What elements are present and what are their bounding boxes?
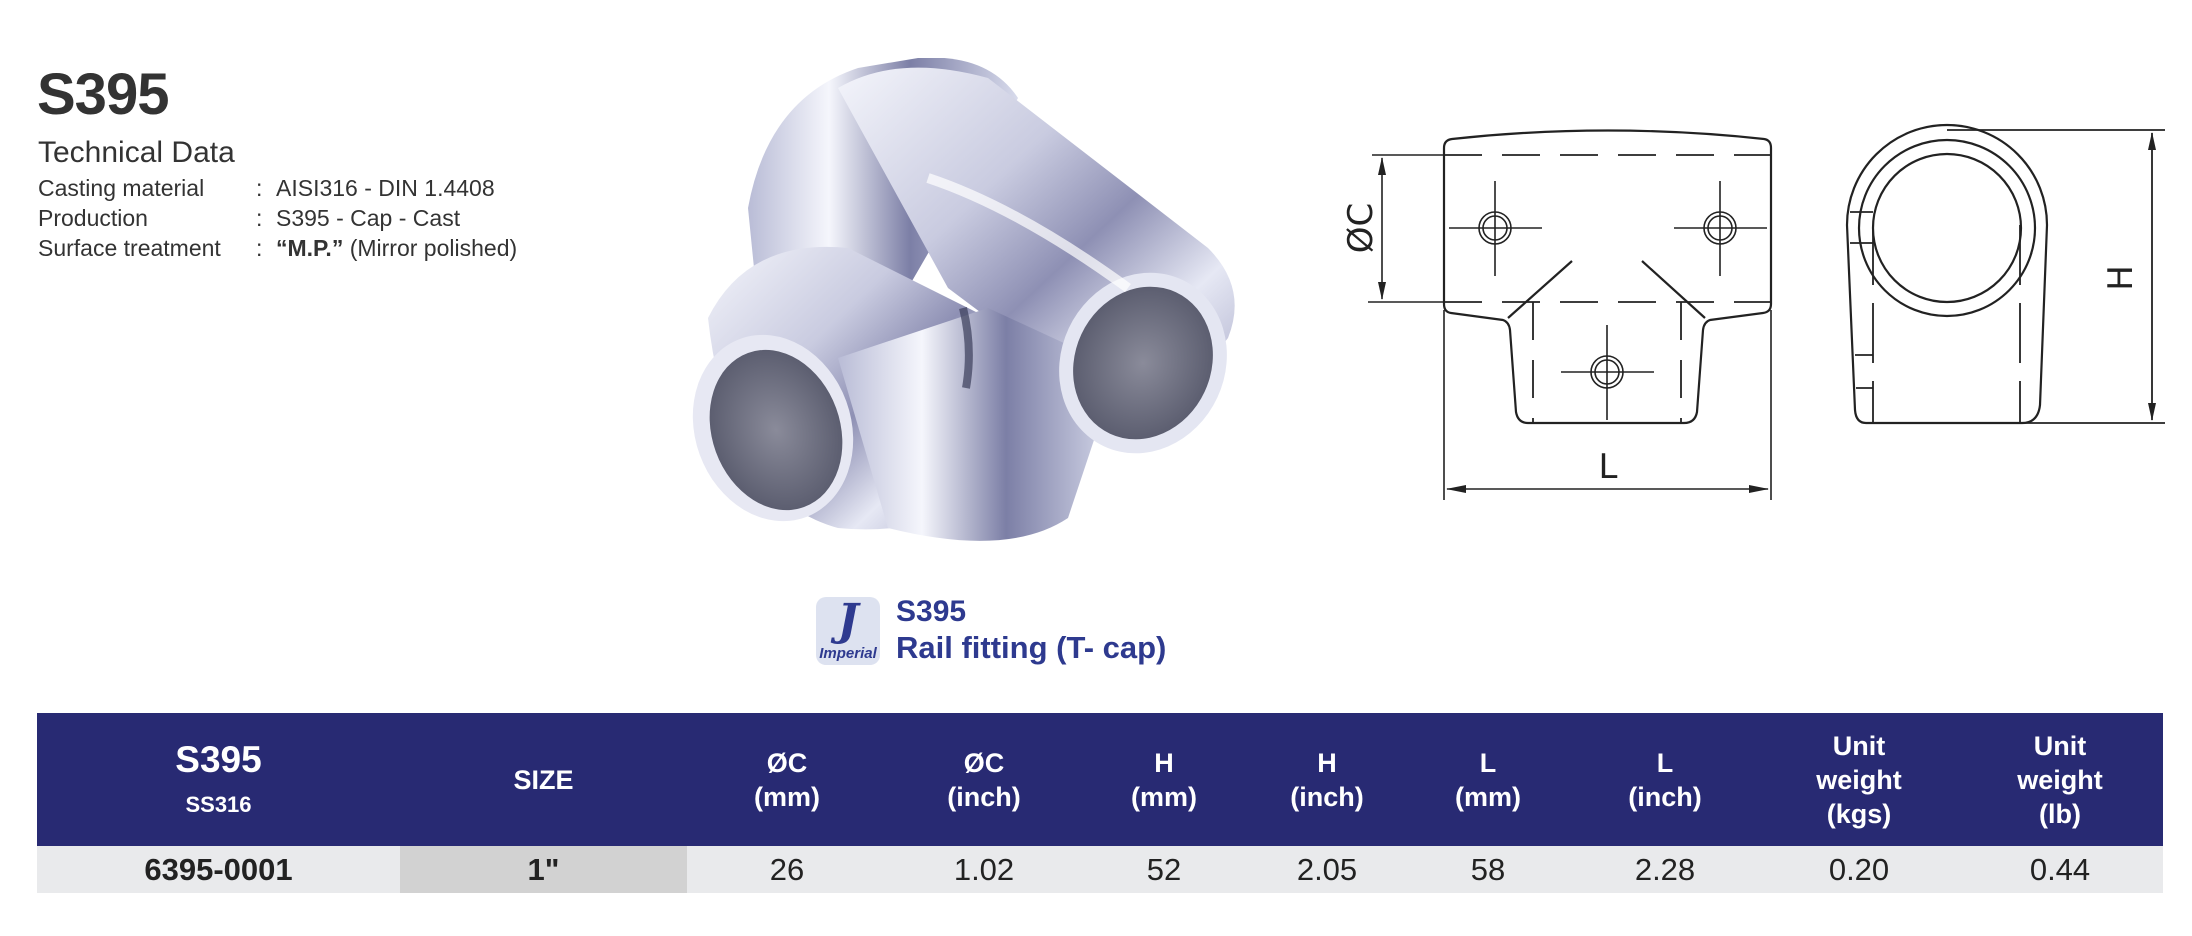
cell-size: 1" (400, 846, 687, 893)
front-view-drawing: ØC L (1341, 129, 1773, 500)
table-row: 6395-0001 1" 26 1.02 52 2.05 58 2.28 0.2… (37, 846, 2163, 893)
header-length-mm: L(mm) (1407, 713, 1569, 846)
spec-production: Production:S395 - Cap - Cast (38, 205, 461, 231)
spec-value: S395 - Cap - Cast (276, 205, 461, 231)
header-length-inch: L(inch) (1569, 713, 1761, 846)
length-label: L (1599, 447, 1618, 487)
logo-brand-text: Imperial (819, 645, 877, 662)
spec-casting-material: Casting material:AISI316 - DIN 1.4408 (38, 175, 495, 201)
technical-data-heading: Technical Data (38, 136, 235, 169)
side-view-drawing: H (1845, 123, 2165, 425)
caption-product-name: Rail fitting (T- cap) (896, 630, 1167, 665)
product-model-title: S395 (37, 62, 169, 127)
cell-part-number: 6395-0001 (37, 846, 400, 893)
header-height-mm: H(mm) (1081, 713, 1247, 846)
cell-weight-kgs: 0.20 (1761, 846, 1957, 893)
spec-surface-treatment: Surface treatment:“M.P.” (Mirror polishe… (38, 235, 518, 261)
header-diameter-inch: ØC(inch) (887, 713, 1081, 846)
cell-diameter-mm: 26 (687, 846, 887, 893)
spec-value: (Mirror polished) (343, 235, 518, 261)
product-photo (692, 58, 1235, 541)
spec-label: Production (38, 205, 148, 231)
cell-height-inch: 2.05 (1247, 846, 1407, 893)
spec-label: Casting material (38, 175, 205, 201)
diameter-label: ØC (1341, 203, 1381, 254)
header-diameter-mm: ØC(mm) (687, 713, 887, 846)
cell-weight-lb: 0.44 (1957, 846, 2163, 893)
imperial-logo: J Imperial (816, 597, 880, 665)
cell-length-inch: 2.28 (1569, 846, 1761, 893)
spec-value: AISI316 - DIN 1.4408 (276, 175, 495, 201)
spec-value-bold: “M.P.” (276, 235, 344, 261)
cell-diameter-inch: 1.02 (887, 846, 1081, 893)
logo-glyph-icon: J (837, 595, 859, 646)
header-size: SIZE (400, 713, 687, 846)
caption-product-code: S395 (896, 595, 967, 628)
cell-height-mm: 52 (1081, 846, 1247, 893)
spec-label: Surface treatment (38, 235, 221, 261)
cell-length-mm: 58 (1407, 846, 1569, 893)
header-height-inch: H(inch) (1247, 713, 1407, 846)
height-label: H (2101, 265, 2141, 291)
